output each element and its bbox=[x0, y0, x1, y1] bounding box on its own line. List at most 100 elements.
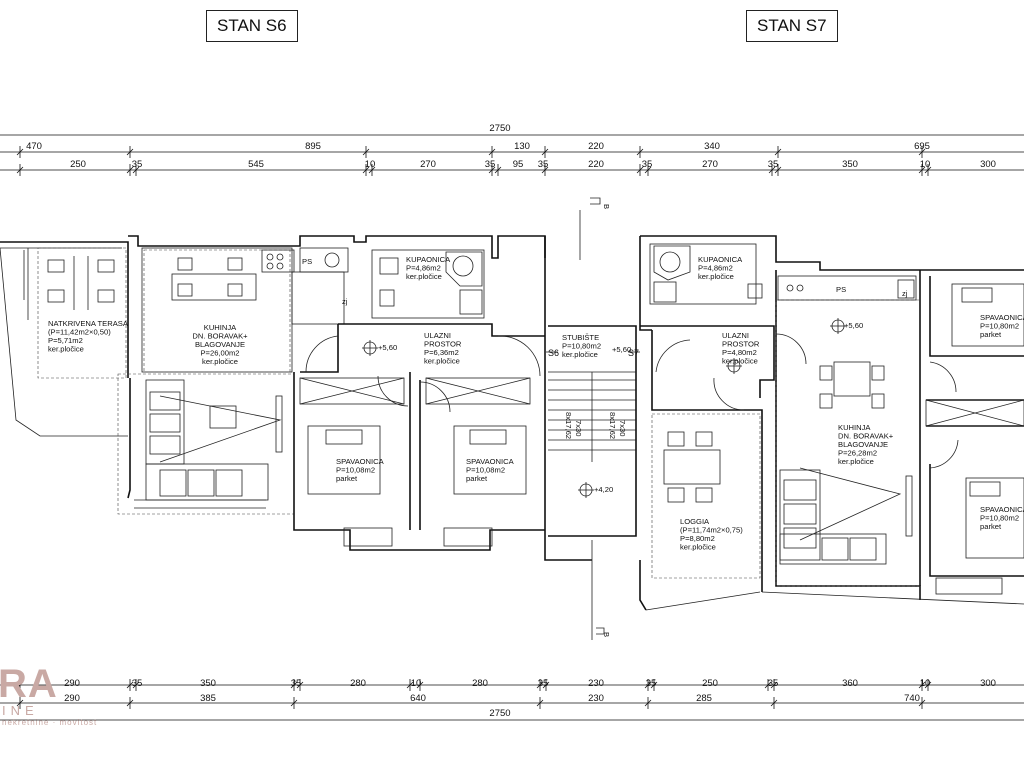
dim-bottom-row1: 10 bbox=[920, 678, 931, 689]
room-label-kuhinja-s7: BLAGOVANJE bbox=[838, 440, 888, 449]
room-label-kupaonica-s7: P=4,86m2 bbox=[698, 264, 733, 273]
logo-tagline: nekretnine · movitost bbox=[2, 718, 98, 727]
dim-top-row1: 695 bbox=[914, 141, 930, 152]
apartment-s7 bbox=[639, 235, 1024, 611]
dim-top-row2: 270 bbox=[420, 159, 436, 170]
mark-level-420: +4,20 bbox=[594, 485, 613, 494]
dim-top-row2: 220 bbox=[588, 159, 604, 170]
room-label-ulazni-s6: PROSTOR bbox=[424, 340, 462, 349]
room-label-terasa: NATKRIVENA TERASA bbox=[48, 319, 129, 328]
room-label-kupaonica-s6: KUPAONICA bbox=[406, 255, 451, 264]
dim-top-row2: 35 bbox=[768, 159, 779, 170]
room-label-spavaonica-s7a: P=10,80m2 bbox=[980, 322, 1019, 331]
room-label-terasa: ker.pločice bbox=[48, 345, 84, 354]
dim-bottom-row1: 35 bbox=[291, 678, 302, 689]
room-label-stubiste: P=10,80m2 bbox=[562, 342, 601, 351]
room-label-spavaonica-s6b: SPAVAONICA bbox=[466, 457, 515, 466]
dim-top-row2: 300 bbox=[980, 159, 996, 170]
room-label-ulazni-s7: ULAZNI bbox=[722, 331, 749, 340]
dim-top-row2: 545 bbox=[248, 159, 264, 170]
room-label-ulazni-s7: P=4,80m2 bbox=[722, 348, 757, 357]
dim-bottom-row2: 640 bbox=[410, 693, 426, 704]
dim-top-row1: 895 bbox=[305, 141, 321, 152]
mark-stair-left: 8x17,62 bbox=[564, 412, 573, 439]
room-label-loggia: ker.pločice bbox=[680, 543, 716, 552]
watermark-logo: RA INE nekretnine · movitost bbox=[0, 664, 97, 727]
dim-bottom-total: 2750 bbox=[489, 708, 510, 719]
room-label-kuhinja-s7: P=26,28m2 bbox=[838, 449, 877, 458]
room-label-spavaonica-s7b: parket bbox=[980, 522, 1002, 531]
dim-bottom-row2: 740 bbox=[904, 693, 920, 704]
mark-s6: S6 bbox=[548, 348, 559, 358]
room-label-ulazni-s6: ULAZNI bbox=[424, 331, 451, 340]
room-label-kuhinja-s6: BLAGOVANJE bbox=[195, 340, 245, 349]
room-label-kupaonica-s7: ker.pločice bbox=[698, 272, 734, 281]
room-label-spavaonica-s7b: SPAVAONICA bbox=[980, 505, 1024, 514]
room-label-kuhinja-s6: P=26,00m2 bbox=[200, 349, 239, 358]
room-label-ulazni-s7: ker.pločice bbox=[722, 357, 758, 366]
dim-top-row2: 35 bbox=[538, 159, 549, 170]
mark-stair-right2: 7x30 bbox=[618, 420, 627, 436]
mark-ps-s6: PS bbox=[302, 257, 312, 266]
dim-top-row2: 95 bbox=[513, 159, 524, 170]
dim-top-row1: 470 bbox=[26, 141, 42, 152]
room-label-spavaonica-s7a: SPAVAONICA bbox=[980, 313, 1024, 322]
dimension-top bbox=[0, 134, 1024, 176]
room-label-loggia: LOGGIA bbox=[680, 517, 710, 526]
dim-bottom-row1: 360 bbox=[842, 678, 858, 689]
room-label-ulazni-s6: ker.pločice bbox=[424, 357, 460, 366]
logo-letters: RA bbox=[0, 662, 58, 706]
room-label-kupaonica-s6: P=4,86m2 bbox=[406, 264, 441, 273]
dim-top-row2: 35 bbox=[642, 159, 653, 170]
dim-bottom-row2: 285 bbox=[696, 693, 712, 704]
mark-zj-s6: zj bbox=[342, 297, 348, 306]
room-label-terasa: (P=11,42m2×0,50) bbox=[48, 328, 111, 337]
dim-top-row1: 340 bbox=[704, 141, 720, 152]
room-label-spavaonica-s6a: parket bbox=[336, 474, 358, 483]
mark-b-top: B bbox=[602, 204, 611, 209]
room-label-spavaonica-s7a: parket bbox=[980, 330, 1002, 339]
dim-bottom-row1: 300 bbox=[980, 678, 996, 689]
room-label-spavaonica-s7b: P=10,80m2 bbox=[980, 514, 1019, 523]
dim-bottom-row1: 35 bbox=[646, 678, 657, 689]
room-label-terasa: P=5,71m2 bbox=[48, 336, 83, 345]
room-label-loggia: P=8,80m2 bbox=[680, 534, 715, 543]
dim-top-row2: 35 bbox=[132, 159, 143, 170]
logo-subtitle: INE bbox=[2, 703, 39, 718]
room-label-kupaonica-s7: KUPAONICA bbox=[698, 255, 743, 264]
room-label-loggia: (P=11,74m2×0,75) bbox=[680, 526, 743, 535]
room-label-spavaonica-s6a: SPAVAONICA bbox=[336, 457, 385, 466]
dim-bottom-row1: 10 bbox=[411, 678, 422, 689]
dim-bottom-row1: 35 bbox=[538, 678, 549, 689]
room-label-stubiste: ker.pločice bbox=[562, 350, 598, 359]
stairwell bbox=[544, 197, 652, 640]
dim-top-row2: 250 bbox=[70, 159, 86, 170]
dimension-bottom bbox=[0, 679, 1024, 721]
dim-bottom-row1: 290 bbox=[64, 678, 80, 689]
room-label-kuhinja-s6: ker.pločice bbox=[202, 357, 238, 366]
dim-bottom-row2: 290 bbox=[64, 693, 80, 704]
room-label-spavaonica-s6b: parket bbox=[466, 474, 488, 483]
dim-top-row2: 35 bbox=[485, 159, 496, 170]
dim-top-row2: 350 bbox=[842, 159, 858, 170]
mark-zj-s7: zj bbox=[902, 289, 908, 298]
dim-bottom-row1: 35 bbox=[132, 678, 143, 689]
room-label-spavaonica-s6a: P=10,08m2 bbox=[336, 466, 375, 475]
dim-bottom-row1: 230 bbox=[588, 678, 604, 689]
mark-ps-s7: PS bbox=[836, 285, 846, 294]
dim-bottom-row1: 35 bbox=[768, 678, 779, 689]
dim-bottom-row2: 385 bbox=[200, 693, 216, 704]
room-label-spavaonica-s6b: P=10,08m2 bbox=[466, 466, 505, 475]
dim-bottom-row2: 230 bbox=[588, 693, 604, 704]
mark-level-560-s6: +5,60 bbox=[378, 343, 397, 352]
dim-top-total: 2750 bbox=[489, 123, 510, 134]
mark-stair-right: 8x17,62 bbox=[608, 412, 617, 439]
mark-level-560-s7: +5,60 bbox=[844, 321, 863, 330]
dim-top-row2: 10 bbox=[920, 159, 931, 170]
room-label-ulazni-s7: PROSTOR bbox=[722, 340, 760, 349]
dim-top-row2: 270 bbox=[702, 159, 718, 170]
room-label-kupaonica-s6: ker.pločice bbox=[406, 272, 442, 281]
dim-bottom-row1: 280 bbox=[350, 678, 366, 689]
mark-level-560-stair: +5,60 bbox=[612, 345, 631, 354]
